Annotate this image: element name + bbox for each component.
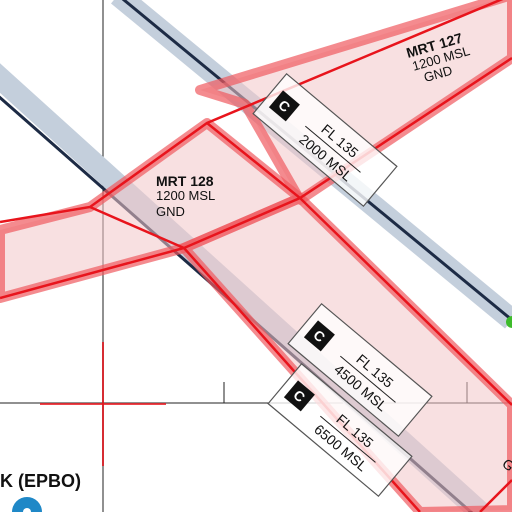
altitude-divider <box>305 125 361 173</box>
altitude-divider <box>320 415 376 463</box>
class-c-icon <box>303 320 335 352</box>
mrt-128-name: MRT 128 <box>156 173 214 189</box>
mrt-128-upper: 1200 MSL <box>156 188 215 203</box>
mrt-boundary-line <box>206 122 512 406</box>
mrt-boundary-line <box>0 56 512 300</box>
airway-altitude-box-1[interactable]: C FL 135 2000 MSL <box>252 72 398 208</box>
airport-icon[interactable] <box>12 497 42 512</box>
waypoint-marker[interactable] <box>506 316 512 328</box>
class-c-icon <box>268 90 300 122</box>
airport-icon-center <box>23 508 31 512</box>
reporting-point-cross[interactable] <box>40 342 166 466</box>
altitude-divider <box>340 355 396 403</box>
mrt-boundary-line <box>0 0 504 224</box>
mrt-128-label: MRT 128 1200 MSL GND <box>156 173 215 219</box>
class-c-icon <box>283 380 315 412</box>
airport-label[interactable]: K (EPBO) <box>0 471 81 491</box>
mrt-128-lower: GND <box>156 204 185 219</box>
mrt-boundary-line <box>479 479 512 512</box>
